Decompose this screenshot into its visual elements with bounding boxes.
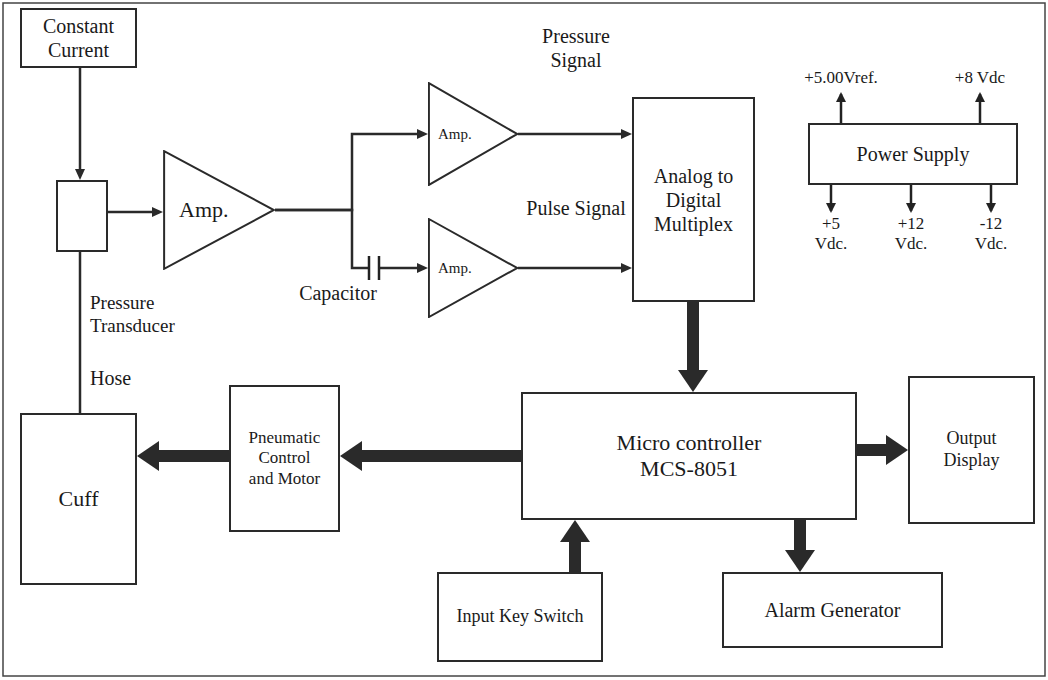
node-text: Amp.	[438, 259, 472, 277]
alarm-box: Alarm Generator	[722, 572, 943, 648]
node-text: Output Display	[922, 428, 1022, 471]
component-label: Capacitor	[288, 281, 388, 305]
controller-box: Micro controller MCS-8051	[521, 392, 857, 520]
amplifier-triangle: Amp.	[428, 218, 518, 318]
source-box: Constant Current	[20, 8, 137, 68]
amplifier-triangle: Amp.	[428, 82, 518, 186]
node-text: Pressure Transducer	[90, 292, 220, 338]
capacitor-symbol	[369, 256, 379, 280]
voltage-label: +8 Vdc	[944, 68, 1016, 88]
node-text: Amp.	[438, 125, 472, 143]
node-text: Input Key Switch	[457, 606, 584, 628]
voltage-label: +5 Vdc.	[805, 214, 857, 255]
node-text: Cuff	[59, 486, 99, 512]
voltage-label: -12 Vdc.	[965, 214, 1017, 255]
amplifier-triangle: Amp.	[163, 150, 275, 270]
bus-arrow	[340, 441, 521, 471]
bus-arrow	[137, 441, 229, 471]
signal-label: Hose	[90, 366, 150, 390]
converter-box: Analog to Digital Multiplex	[632, 97, 755, 302]
node-text: Alarm Generator	[764, 598, 900, 622]
signal-line	[75, 68, 85, 180]
cuff-box: Cuff	[20, 413, 137, 585]
voltage-label: +12 Vdc.	[885, 214, 937, 255]
signal-line	[518, 129, 632, 139]
signal-label: Pressure Signal	[521, 24, 631, 72]
signal-line	[275, 210, 428, 273]
node-text: Analog to Digital Multiplex	[644, 164, 744, 236]
display-box: Output Display	[908, 376, 1035, 524]
bus-arrow	[785, 520, 815, 572]
signal-line	[518, 263, 632, 273]
node-text: Micro controller MCS-8051	[594, 430, 784, 483]
node-text: Constant Current	[29, 14, 129, 62]
bus-arrow	[857, 435, 908, 465]
input-box: Input Key Switch	[437, 572, 603, 662]
bus-arrow	[560, 520, 590, 572]
process-box: Pneumatic Control and Motor	[229, 385, 340, 532]
node-text: Amp.	[179, 197, 229, 223]
node-text: Power Supply	[857, 142, 970, 166]
bus-arrow	[678, 302, 708, 392]
signal-line	[80, 252, 81, 413]
transducer-box: Pressure Transducer	[56, 180, 108, 252]
signal-line	[108, 207, 163, 217]
signal-line	[275, 129, 428, 210]
voltage-label: +5.00Vref.	[791, 68, 891, 88]
signal-label: Pulse Signal	[521, 196, 631, 220]
node-text: Pneumatic Control and Motor	[246, 428, 324, 489]
power-supply-box: Power Supply	[808, 123, 1018, 185]
